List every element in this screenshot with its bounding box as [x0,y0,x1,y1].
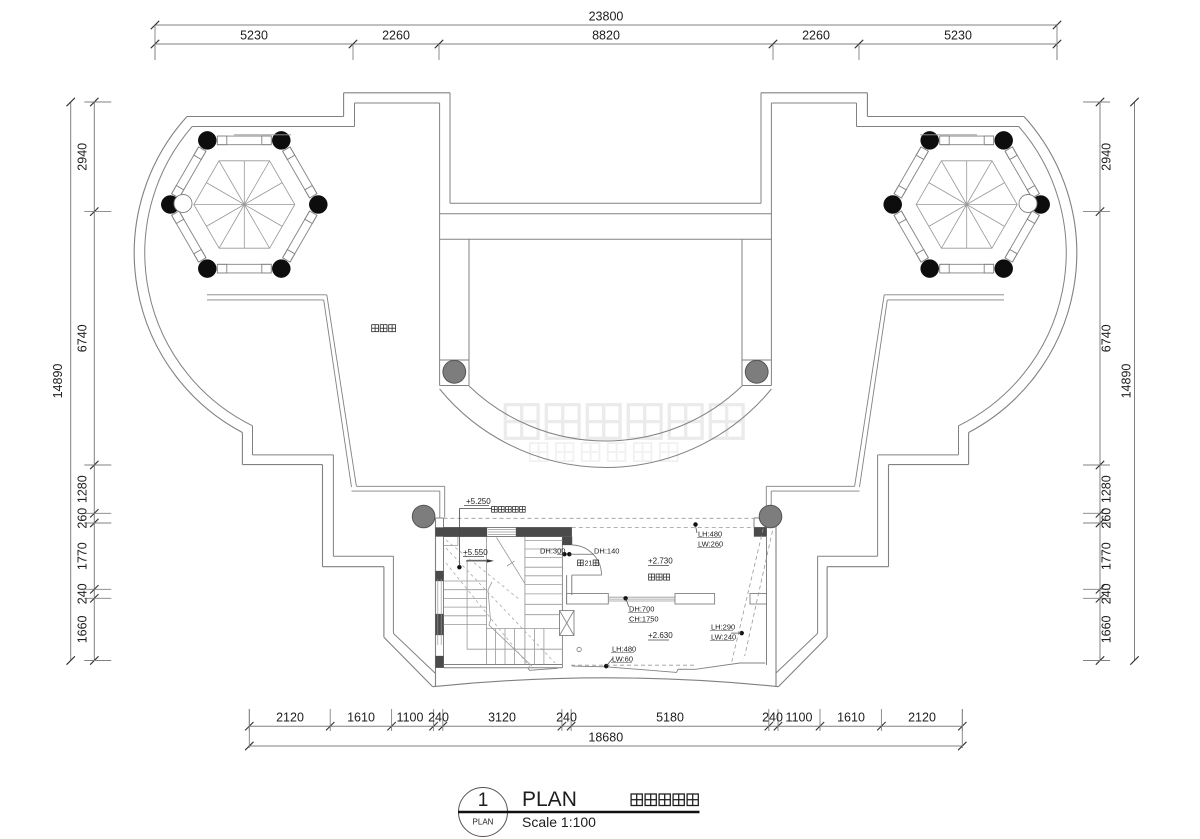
svg-text:18680: 18680 [588,731,623,745]
svg-text:5230: 5230 [240,29,268,43]
svg-text:2260: 2260 [802,29,830,43]
svg-text:1770: 1770 [76,542,90,570]
svg-text:DH:140: DH:140 [594,547,619,556]
svg-text:2120: 2120 [276,711,304,725]
svg-text:5180: 5180 [656,711,684,725]
svg-text:6740: 6740 [1100,324,1114,352]
svg-text:6740: 6740 [76,324,90,352]
svg-text:240: 240 [76,583,90,604]
svg-text:8820: 8820 [592,29,620,43]
svg-text:240: 240 [428,711,449,725]
svg-text:240: 240 [762,711,783,725]
svg-text:LH:290: LH:290 [711,623,735,632]
svg-text:1610: 1610 [347,711,375,725]
svg-text:+5.250: +5.250 [466,497,491,506]
svg-text:21: 21 [585,561,593,568]
svg-text:3120: 3120 [488,711,516,725]
svg-text:5230: 5230 [944,29,972,43]
svg-text:1100: 1100 [397,711,424,725]
svg-text:PLAN: PLAN [522,788,577,811]
svg-text:DH:300: DH:300 [540,547,565,556]
svg-text:LH:480: LH:480 [612,645,636,654]
svg-text:1280: 1280 [76,475,90,503]
svg-text:DH:700: DH:700 [629,605,654,614]
svg-text:2940: 2940 [76,143,90,171]
svg-text:1660: 1660 [1100,615,1114,643]
svg-text:Scale 1:100: Scale 1:100 [522,814,596,830]
svg-text:23800: 23800 [589,10,624,24]
svg-text:260: 260 [76,508,90,529]
svg-text:1610: 1610 [837,711,865,725]
svg-text:240: 240 [556,711,577,725]
svg-text:LW:60: LW:60 [612,655,633,664]
svg-text:1: 1 [478,790,489,811]
svg-text:+2.630: +2.630 [648,631,673,640]
svg-text:LW:260: LW:260 [698,540,723,549]
svg-text:2940: 2940 [1100,143,1114,171]
svg-text:14890: 14890 [1120,364,1134,399]
svg-text:PLAN: PLAN [473,818,494,827]
svg-text:CH:1750: CH:1750 [629,615,659,624]
svg-text:+5.550: +5.550 [463,548,488,557]
svg-text:LH:480: LH:480 [698,530,722,539]
svg-text:240: 240 [1100,583,1114,604]
svg-text:1660: 1660 [76,615,90,643]
svg-text:LW:240: LW:240 [711,633,736,642]
svg-text:14890: 14890 [51,364,65,399]
svg-text:2260: 2260 [382,29,410,43]
svg-text:1280: 1280 [1100,475,1114,503]
svg-text:2120: 2120 [908,711,936,725]
svg-text:+2.730: +2.730 [648,557,673,566]
svg-text:1770: 1770 [1100,542,1114,570]
svg-text:260: 260 [1100,508,1114,529]
svg-text:1100: 1100 [786,711,813,725]
